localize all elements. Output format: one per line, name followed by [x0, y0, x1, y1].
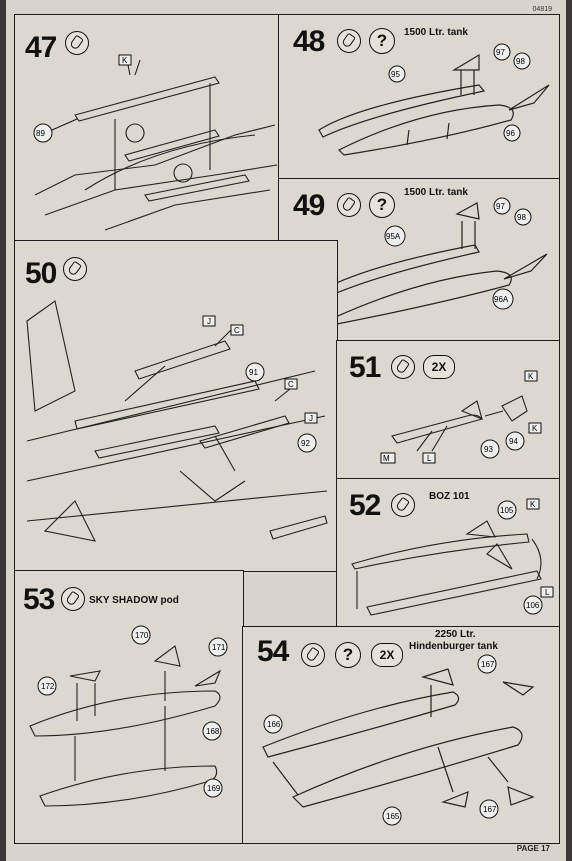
- step-54-drawing: 167 166 165 167: [262, 654, 535, 826]
- step-number: 54: [257, 635, 289, 668]
- step-number: 53: [23, 583, 55, 616]
- callout-94: 94: [509, 437, 518, 446]
- step-title: SKY SHADOW pod: [89, 595, 179, 606]
- step-48-drawing: 97 98 95 96: [318, 43, 550, 156]
- glue-icon: [61, 587, 85, 611]
- callout-98: 98: [517, 213, 526, 222]
- callout-166: 166: [267, 720, 281, 729]
- callout-97: 97: [496, 202, 505, 211]
- callout-165: 165: [386, 812, 400, 821]
- callout-169: 169: [207, 784, 221, 793]
- glue-icon: [391, 493, 415, 517]
- step-number: 47: [25, 31, 57, 64]
- callout-171: 171: [212, 643, 226, 652]
- callout-98: 98: [516, 57, 525, 66]
- sheet-code: 04819: [532, 6, 552, 13]
- step-title: BOZ 101: [429, 491, 470, 502]
- step-47-panel: 47 K 89: [14, 14, 282, 242]
- flag-label: K: [532, 424, 538, 433]
- step-title: 1500 Ltr. tank: [404, 187, 468, 198]
- callout-172: 172: [41, 682, 55, 691]
- flag-label: C: [288, 380, 294, 389]
- flag-label: K: [528, 372, 534, 381]
- callout-89: 89: [36, 129, 45, 138]
- step-53-drawing: 170 171 172 168 169: [29, 625, 228, 807]
- flag-label: J: [207, 317, 211, 326]
- instruction-sheet: 04819 47 K 89: [6, 0, 566, 861]
- step-53-panel: 53 SKY SHADOW pod 170 171: [14, 570, 244, 844]
- glue-icon: [301, 643, 325, 667]
- page-label: PAGE 17: [516, 844, 550, 853]
- step-51-panel: 51 2X K K M L 93: [336, 340, 560, 480]
- callout-96: 96: [506, 129, 515, 138]
- glue-icon: [65, 31, 89, 55]
- flag-label: L: [545, 588, 550, 597]
- callout-96A: 96A: [494, 295, 509, 304]
- callout-93: 93: [484, 445, 493, 454]
- glue-icon: [337, 29, 361, 53]
- step-50-panel: 50 J: [14, 240, 338, 572]
- callout-167b: 167: [483, 805, 497, 814]
- glue-icon: [63, 257, 87, 281]
- callout-168: 168: [206, 727, 220, 736]
- question-icon: ?: [369, 28, 395, 54]
- callout-105: 105: [500, 506, 514, 515]
- step-50-drawing: J C C J 91 92: [26, 300, 328, 542]
- step-49-drawing: 97 98 95A 96A: [314, 197, 548, 325]
- step-47-drawing: K 89: [33, 54, 278, 231]
- step-subtitle: Hindenburger tank: [409, 641, 498, 652]
- step-51-drawing: K K M L 93 94: [380, 370, 542, 464]
- times-badge: 2X: [371, 643, 403, 667]
- question-icon: ?: [369, 192, 395, 218]
- step-54-panel: 54 ? 2X 2250 Ltr. Hindenburger tank 167: [242, 626, 560, 844]
- flag-label: K: [530, 500, 536, 509]
- step-title: 2250 Ltr.: [435, 629, 476, 640]
- callout-95A: 95A: [386, 232, 401, 241]
- times-badge: 2X: [423, 355, 455, 379]
- flag-label: L: [427, 454, 432, 463]
- flag-label: M: [383, 454, 390, 463]
- step-title: 1500 Ltr. tank: [404, 27, 468, 38]
- flag-label: K: [122, 56, 128, 65]
- glue-icon: [337, 193, 361, 217]
- step-52-panel: 52 BOZ 101 K L 105 106: [336, 478, 560, 628]
- callout-106: 106: [526, 601, 540, 610]
- callout-95: 95: [391, 70, 400, 79]
- flag-label: J: [309, 414, 313, 423]
- step-number: 51: [349, 351, 381, 384]
- step-number: 52: [349, 489, 381, 522]
- flag-label: C: [234, 326, 240, 335]
- glue-icon: [391, 355, 415, 379]
- step-48-panel: 48 ? 1500 Ltr. tank 97 98 95: [278, 14, 560, 182]
- callout-91: 91: [249, 368, 258, 377]
- step-52-drawing: K L 105 106: [351, 498, 554, 616]
- callout-97: 97: [496, 48, 505, 57]
- step-number: 50: [25, 257, 57, 290]
- callout-167: 167: [481, 660, 495, 669]
- question-icon: ?: [335, 642, 361, 668]
- step-number: 49: [293, 189, 325, 222]
- callout-170: 170: [135, 631, 149, 640]
- callout-92: 92: [301, 439, 310, 448]
- step-number: 48: [293, 25, 325, 58]
